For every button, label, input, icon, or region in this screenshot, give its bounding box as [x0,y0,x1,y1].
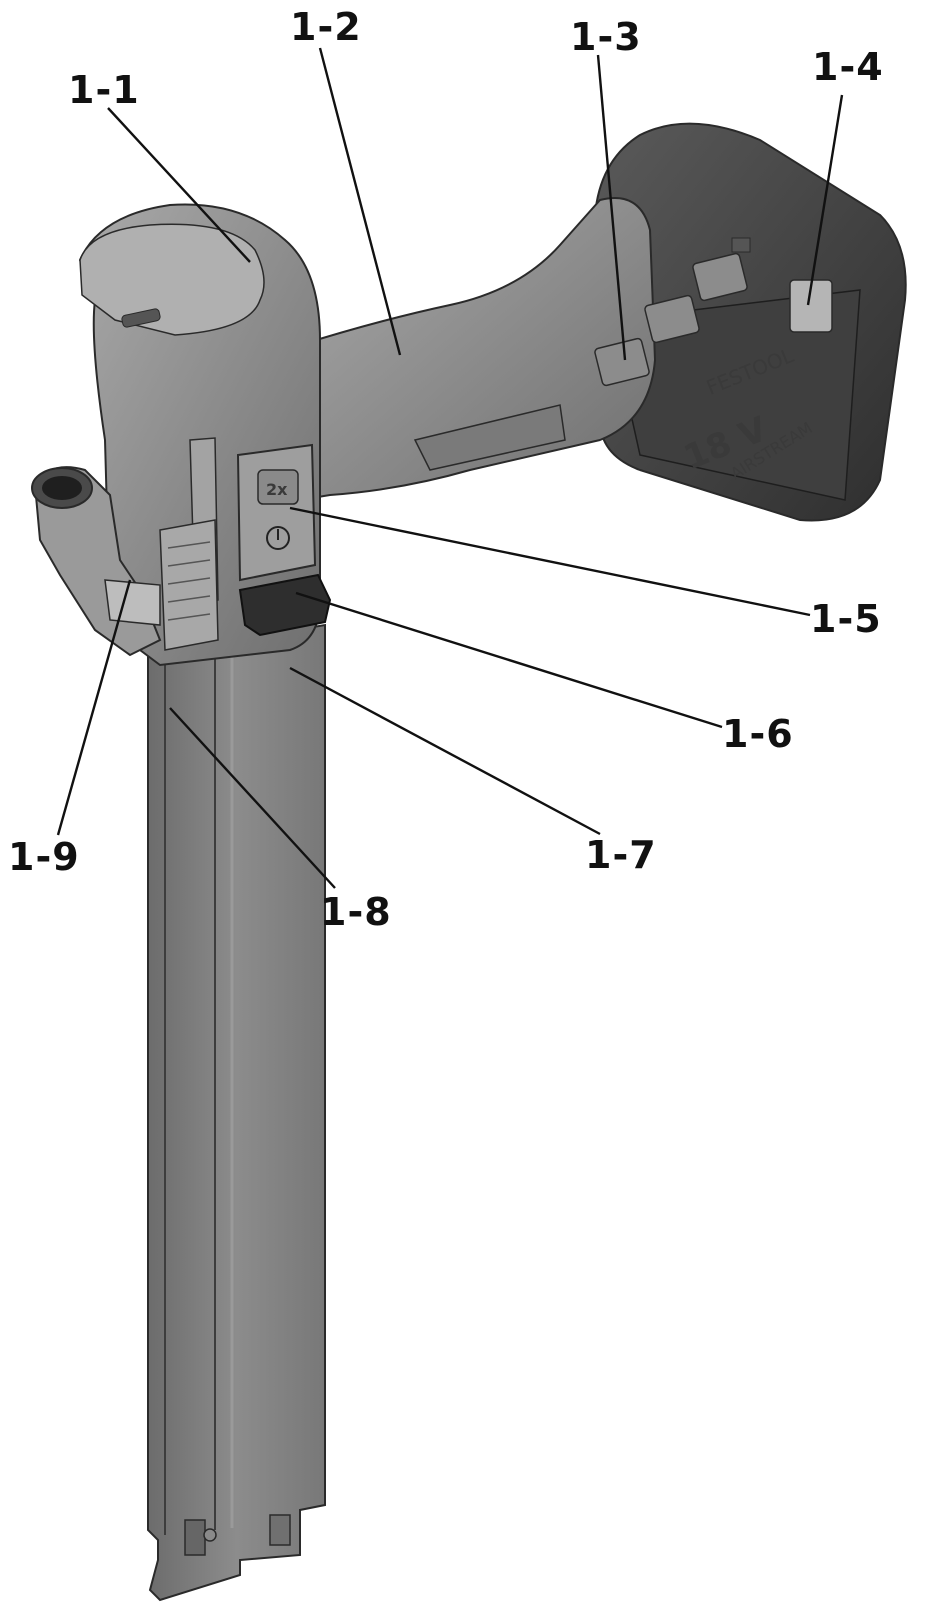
leader-1-3 [596,54,627,361]
leader-1-5 [289,506,811,617]
leader-1-6 [295,591,723,729]
callout-1-7: 1-7 [585,833,657,877]
handle-grip [299,197,657,502]
mode-switch: 2x [236,443,317,582]
top-cap [79,223,265,336]
leader-lines [56,47,844,889]
callout-1-3: 1-3 [570,15,642,59]
callout-1-4: 1-4 [812,45,884,89]
magazine [147,623,326,1602]
callout-1-9: 1-9 [8,835,80,879]
callout-1-1: 1-1 [68,68,140,112]
leader-1-2 [318,47,402,356]
callout-labels: 1-1 1-2 1-3 1-4 1-5 1-6 1-7 1-8 1-9 [8,5,884,934]
callout-1-8: 1-8 [320,890,392,934]
control-buttons [594,237,751,387]
leader-1-8 [169,707,336,889]
tool-body: 2x [31,197,751,667]
battery-pack: FESTOOL 18 V AIRSTREAM [593,122,907,522]
callout-1-2: 1-2 [290,5,362,49]
callout-1-5: 1-5 [810,597,882,641]
power-icon [266,526,290,550]
leader-1-7 [289,666,601,836]
leader-1-4 [806,94,844,306]
double-press-mark: 2x [266,480,288,499]
air-nozzle [31,466,162,657]
callout-1-6: 1-6 [722,712,794,756]
grip-ribs [159,519,219,651]
leader-1-9 [56,579,132,836]
leader-1-1 [107,107,251,263]
trigger [238,573,332,637]
